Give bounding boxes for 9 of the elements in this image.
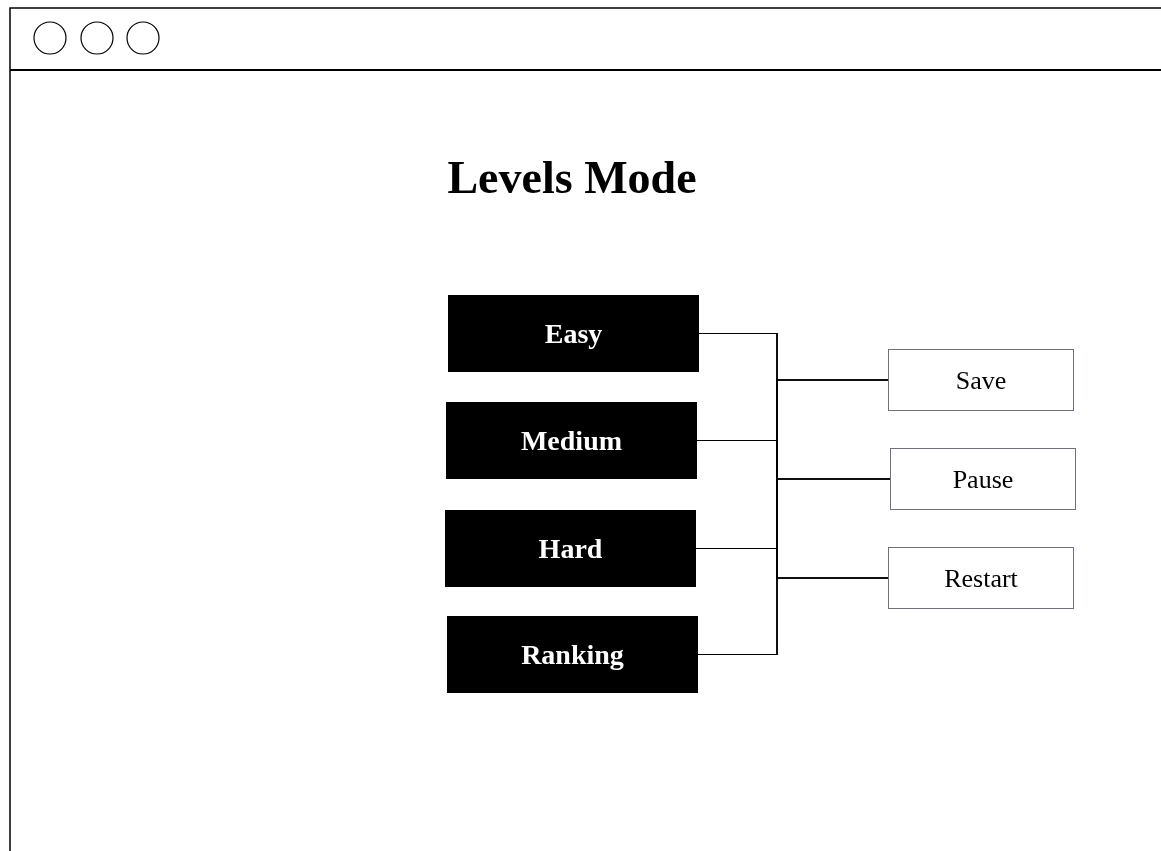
action-button: Pause bbox=[890, 448, 1076, 510]
connector-line bbox=[697, 577, 889, 656]
action-button: Save bbox=[888, 349, 1074, 411]
level-button: Medium bbox=[446, 402, 697, 479]
page-title: Levels Mode bbox=[446, 151, 698, 205]
level-button: Easy bbox=[448, 295, 699, 372]
action-button: Restart bbox=[888, 547, 1074, 609]
level-button: Ranking bbox=[447, 616, 698, 693]
level-button: Hard bbox=[445, 510, 696, 587]
